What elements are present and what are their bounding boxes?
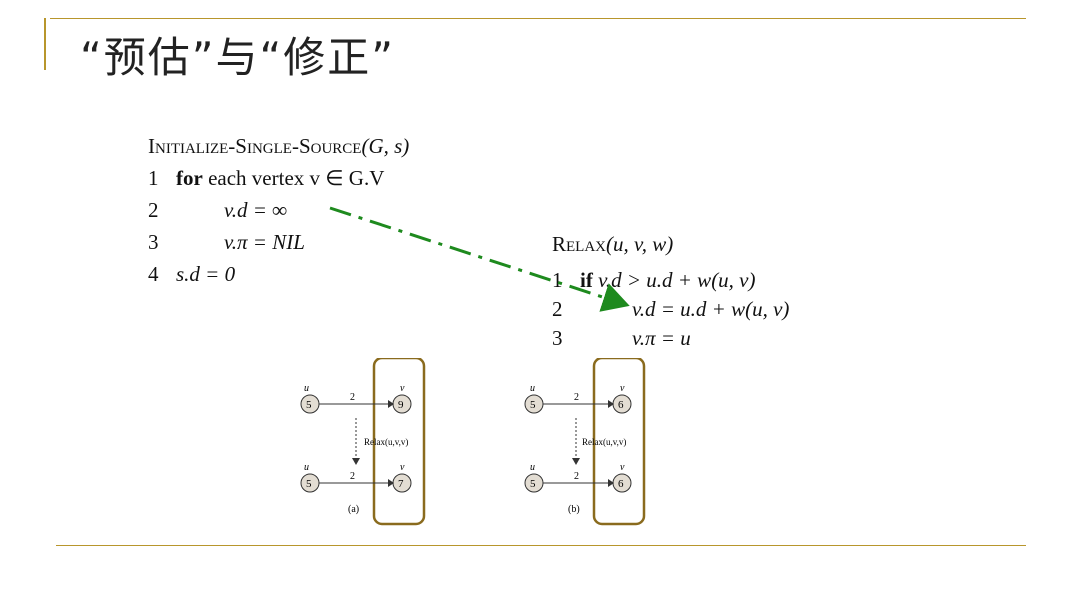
top-divider xyxy=(50,18,1026,19)
init-header-args: (G, s) xyxy=(361,134,410,158)
caption: (a) xyxy=(348,504,359,515)
relax-header: Relax(u, v, w) xyxy=(552,232,673,256)
edge-weight: 2 xyxy=(350,471,355,482)
v-label: v xyxy=(400,462,405,473)
relax-header-args: (u, v, w) xyxy=(606,232,674,256)
code-text: s.d = 0 xyxy=(176,262,236,286)
v-label: v xyxy=(620,383,625,394)
edge-arrowhead xyxy=(388,479,394,487)
v-label: v xyxy=(620,462,625,473)
node-v-value: 9 xyxy=(398,399,404,411)
u-label: u xyxy=(530,462,535,473)
line-number: 2 xyxy=(148,198,159,222)
relax-line-2: 2 v.d = u.d + w(u, v) xyxy=(552,297,789,321)
highlight-box xyxy=(592,358,646,526)
node-u-value: 5 xyxy=(306,399,312,411)
line-number: 1 xyxy=(148,166,159,190)
line-number: 2 xyxy=(552,297,563,321)
relax-label: Relax(u,v,v) xyxy=(364,437,408,447)
node-u-value: 5 xyxy=(530,399,536,411)
relax-header-name: Relax xyxy=(552,232,606,256)
edge-arrowhead xyxy=(608,479,614,487)
init-line-2: 2 v.d = ∞ xyxy=(148,198,287,222)
left-accent-bar xyxy=(44,18,46,70)
init-header-name: Initialize-Single-Source xyxy=(148,134,362,158)
code-text: v.d = ∞ xyxy=(224,198,288,222)
init-line-4: 4 s.d = 0 xyxy=(148,262,235,286)
code-text: v.d = u.d + w(u, v) xyxy=(632,297,790,321)
caption: (b) xyxy=(568,504,580,515)
line-number: 3 xyxy=(552,326,563,350)
relax-line-3: 3 v.π = u xyxy=(552,326,691,350)
edge-weight: 2 xyxy=(350,392,355,403)
relax-label: Relax(u,v,v) xyxy=(582,437,626,447)
code-text: v.π = u xyxy=(632,326,691,350)
code-text: each vertex v ∈ G.V xyxy=(208,166,385,190)
relax-diagram-a: u v 5 9 2 Relax(u,v,v) u v 5 7 2 (a) xyxy=(300,358,426,526)
edge-weight: 2 xyxy=(574,471,579,482)
relax-arrowhead xyxy=(572,458,580,465)
node-v-value: 6 xyxy=(618,478,624,490)
relax-diagram-b: u v 5 6 2 Relax(u,v,v) u v 5 6 2 (b) xyxy=(524,358,646,526)
init-line-3: 3 v.π = NIL xyxy=(148,230,305,254)
edge-arrowhead xyxy=(608,400,614,408)
edge-weight: 2 xyxy=(574,392,579,403)
keyword: if xyxy=(580,268,593,292)
highlight-box xyxy=(372,358,426,526)
bottom-divider xyxy=(56,545,1026,546)
line-number: 3 xyxy=(148,230,159,254)
node-v-value: 6 xyxy=(618,399,624,411)
code-text: v.π = NIL xyxy=(224,230,305,254)
node-u-value: 5 xyxy=(530,478,536,490)
line-number: 1 xyxy=(552,268,563,292)
edge-arrowhead xyxy=(388,400,394,408)
line-number: 4 xyxy=(148,262,159,286)
relax-arrowhead xyxy=(352,458,360,465)
init-header: Initialize-Single-Source(G, s) xyxy=(148,134,409,158)
v-label: v xyxy=(400,383,405,394)
u-label: u xyxy=(304,383,309,394)
u-label: u xyxy=(530,383,535,394)
u-label: u xyxy=(304,462,309,473)
init-line-1: 1 for each vertex v ∈ G.V xyxy=(148,166,384,190)
node-u-value: 5 xyxy=(306,478,312,490)
node-v-value: 7 xyxy=(398,478,404,490)
slide-title: “预估”与“修正” xyxy=(80,33,396,82)
keyword: for xyxy=(176,166,203,190)
